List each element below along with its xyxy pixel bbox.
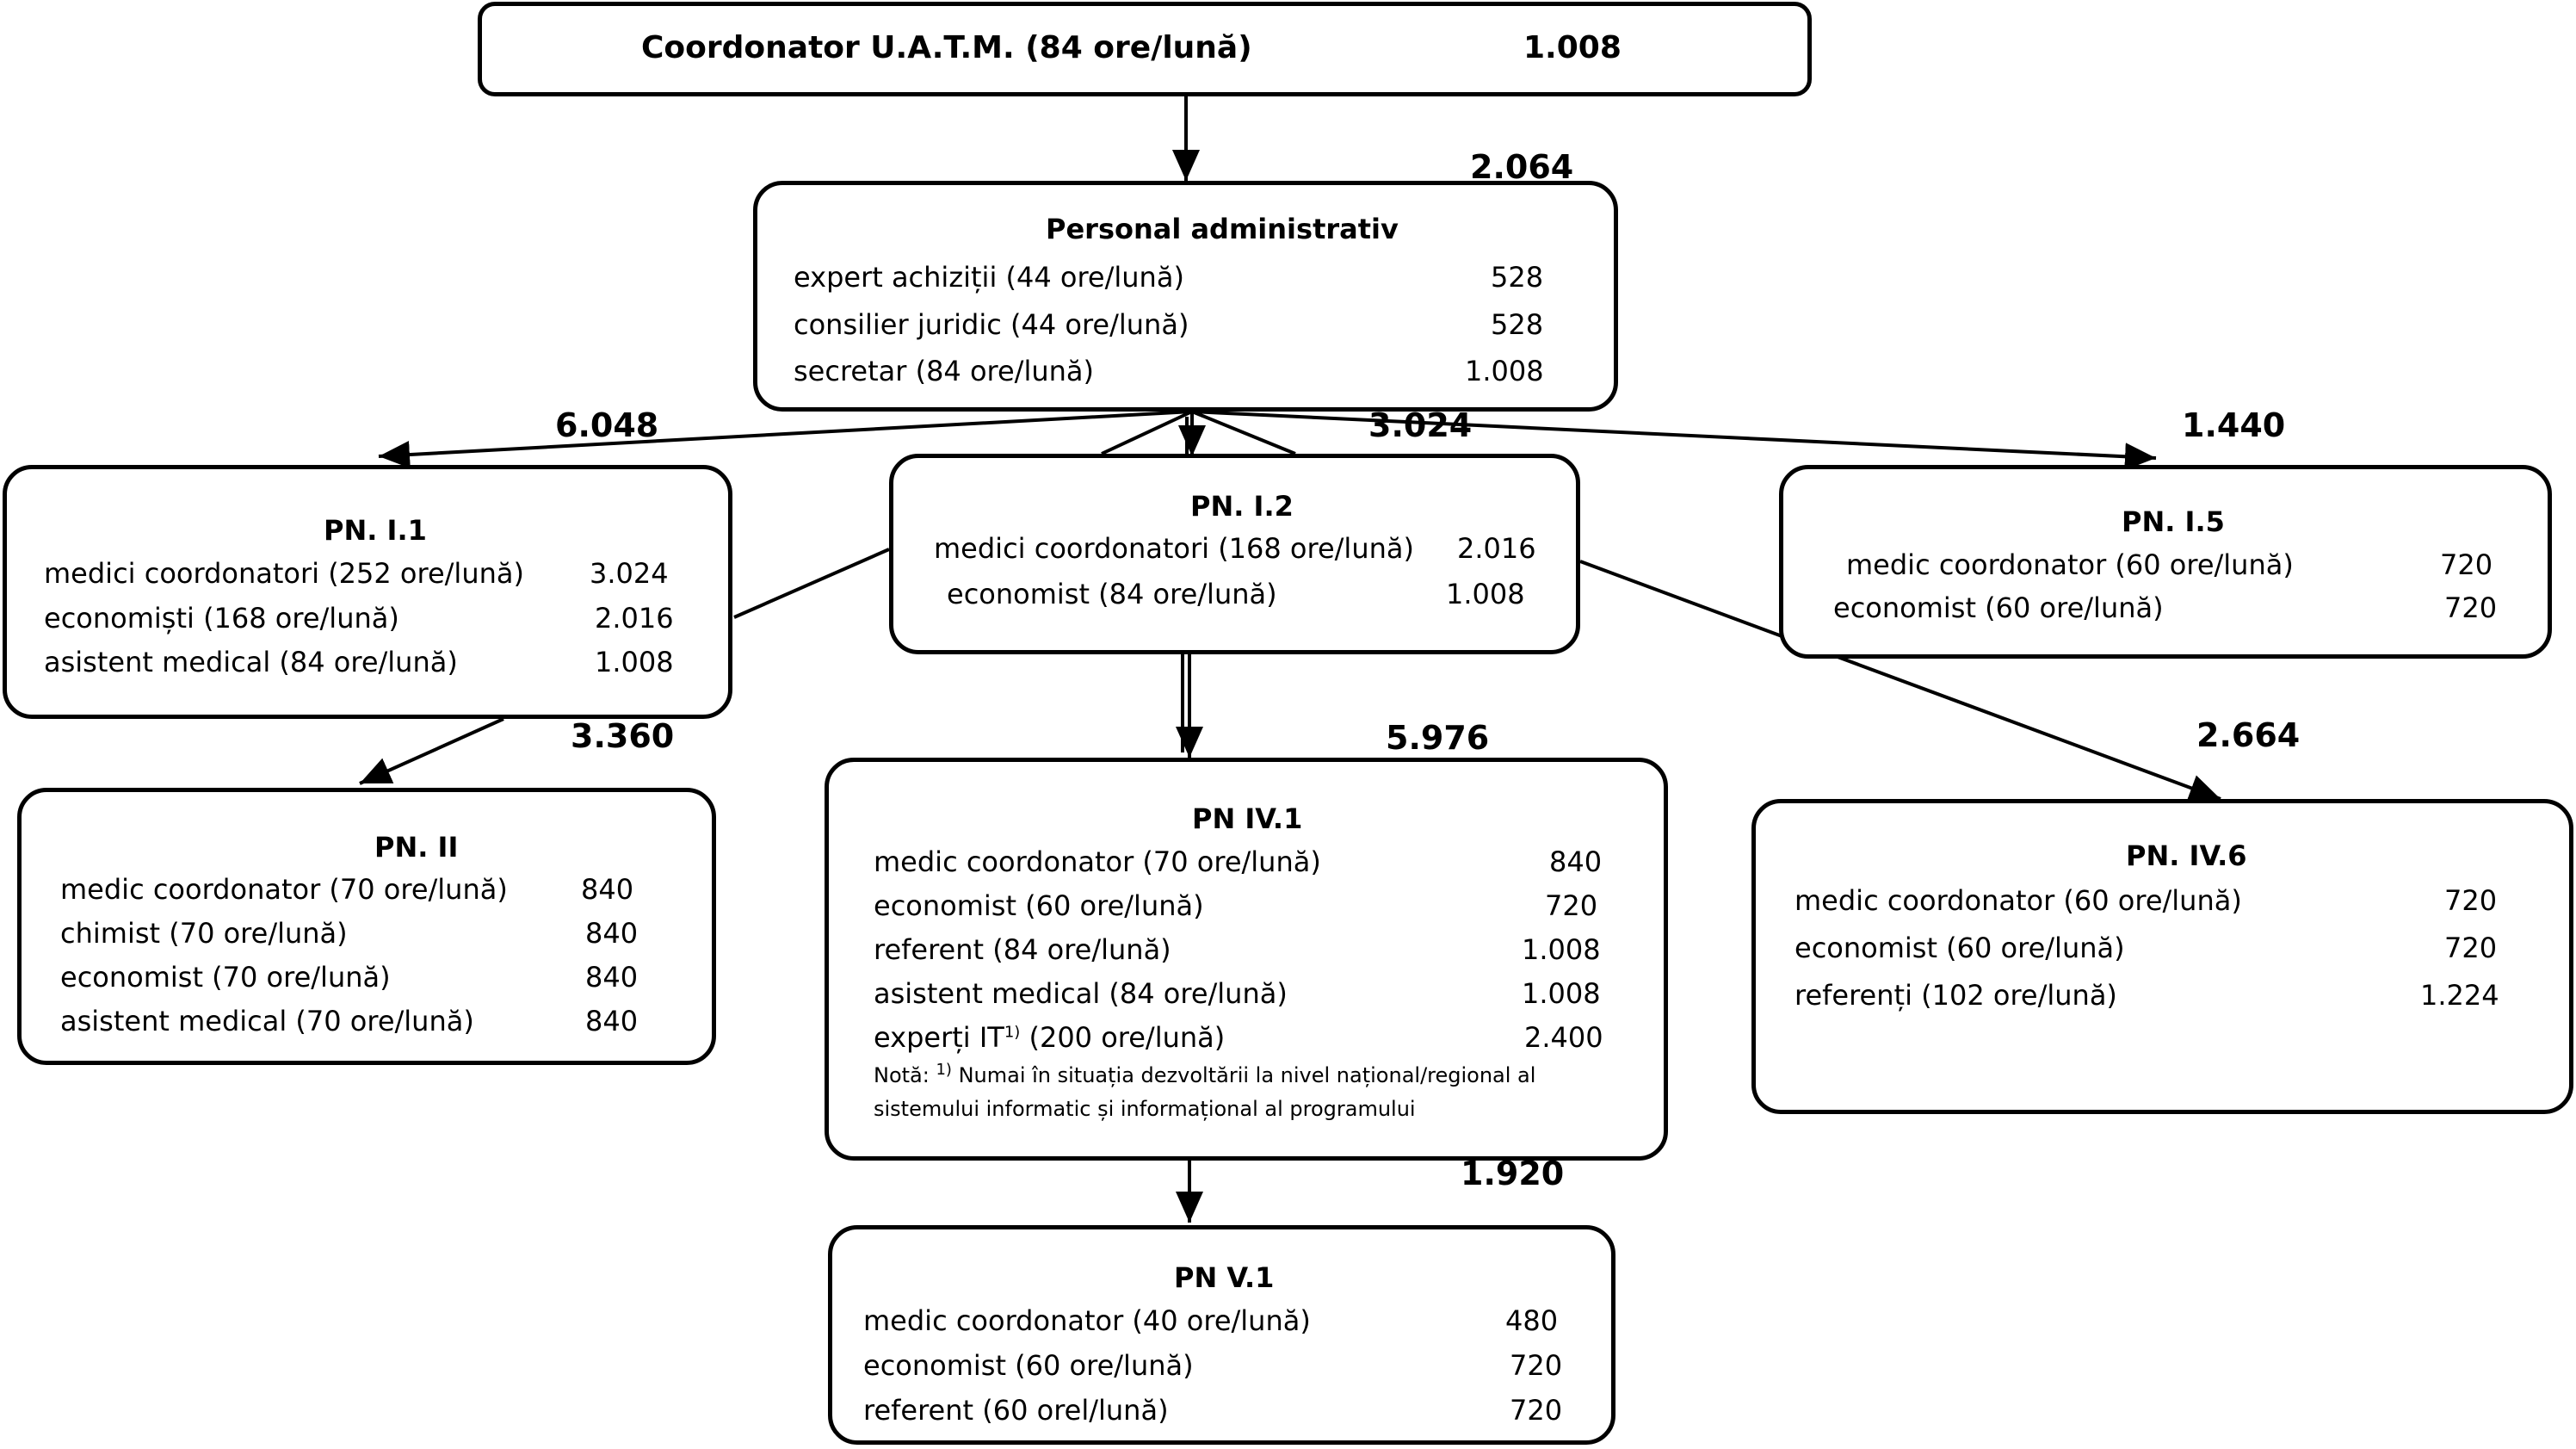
pn-i2-box: PN. I.2 medici coordonatori (168 ore/lun…	[889, 454, 1580, 654]
pn-i1-row-value: 2.016	[595, 602, 674, 635]
pn-ii-row-label: asistent medical (70 ore/lună)	[60, 1005, 474, 1037]
arrow-pn-i2-to-pn-iv6	[1579, 560, 2221, 802]
pn-i1-row-label: economiști (168 ore/lună)	[44, 602, 399, 635]
pn-iv1-row-label: economist (60 ore/lună)	[874, 889, 1204, 922]
pn-ii-row-value: 840	[585, 917, 639, 950]
pn-iv1-row-label: medic coordonator (70 ore/lună)	[874, 845, 1321, 878]
pn-iv1-row-label: asistent medical (84 ore/lună)	[874, 977, 1288, 1010]
pn-i1-row-value: 1.008	[595, 646, 674, 678]
pn-iv1-row-label: referent (84 ore/lună)	[874, 933, 1171, 966]
total-admin: 2.064	[1470, 148, 1574, 186]
pn-iv1-row-value: 1.008	[1522, 933, 1601, 966]
pn-iv6-title: PN. IV.6	[2126, 839, 2247, 872]
admin-row-label: expert achiziții (44 ore/lună)	[794, 261, 1184, 294]
pn-ii-row-value: 840	[585, 961, 639, 994]
pn-iv6-row-label: medic coordonator (60 ore/lună)	[1795, 884, 2242, 917]
pn-v1-box: PN V.1 medic coordonator (40 ore/lună) 4…	[828, 1225, 1615, 1445]
pn-i5-row-label: medic coordonator (60 ore/lună)	[1846, 548, 2294, 581]
admin-row-value: 528	[1491, 308, 1544, 341]
pn-iv1-note-line-1: Notă: 1) Numai în situația dezvoltării l…	[874, 1062, 1536, 1087]
pn-i5-row-value: 720	[2444, 591, 2498, 624]
coordinator-label: Coordonator U.A.T.M. (84 ore/lună)	[641, 30, 1252, 65]
pn-i5-row-label: economist (60 ore/lună)	[1833, 591, 2164, 624]
footnote-marker: 1)	[1004, 1023, 1021, 1042]
coordinator-box: Coordonator U.A.T.M. (84 ore/lună) 1.008	[478, 2, 1812, 96]
pn-i1-title: PN. I.1	[324, 514, 427, 547]
pn-ii-row-value: 840	[581, 873, 634, 906]
arrow-admin-to-pn-i5	[1191, 410, 2157, 471]
pn-iv1-it-label: experți IT	[874, 1021, 1004, 1054]
pn-iv1-box: PN IV.1 medic coordonator (70 ore/lună) …	[825, 758, 1668, 1161]
pn-ii-row-label: medic coordonator (70 ore/lună)	[60, 873, 508, 906]
pn-iv6-row-value: 720	[2444, 932, 2498, 964]
pn-iv1-row-value: 840	[1549, 845, 1603, 878]
pn-ii-row-label: chimist (70 ore/lună)	[60, 917, 348, 950]
pn-iv6-row-value: 720	[2444, 884, 2498, 917]
pn-i5-title: PN. I.5	[2122, 505, 2225, 538]
pn-i2-title: PN. I.2	[1190, 490, 1294, 523]
pn-iv6-row-value: 1.224	[2420, 979, 2499, 1012]
pn-v1-title: PN V.1	[1174, 1261, 1275, 1294]
admin-row-value: 528	[1491, 261, 1544, 294]
pn-iv6-row-label: referenți (102 ore/lună)	[1795, 979, 2117, 1012]
pn-v1-row-label: medic coordonator (40 ore/lună)	[863, 1304, 1311, 1337]
pn-ii-title: PN. II	[374, 831, 459, 864]
total-pn-iv1: 5.976	[1386, 719, 1490, 757]
coordinator-value: 1.008	[1523, 30, 1622, 65]
pn-iv1-title: PN IV.1	[1192, 802, 1303, 835]
admin-title: Personal administrativ	[1046, 213, 1399, 245]
pn-i2-row-value: 2.016	[1457, 532, 1536, 565]
pn-iv6-row-label: economist (60 ore/lună)	[1795, 932, 2125, 964]
arrow-admin-to-pn-i1	[378, 410, 1193, 468]
pn-v1-row-value: 720	[1510, 1394, 1563, 1427]
admin-box: Personal administrativ expert achiziții …	[753, 181, 1618, 412]
pn-v1-row-label: economist (60 ore/lună)	[863, 1349, 1194, 1382]
arrow-pn-i1-to-pn-ii	[359, 717, 504, 785]
total-pn-i2: 3.024	[1368, 406, 1473, 444]
pn-iv1-it-hours: (200 ore/lună)	[1020, 1021, 1226, 1054]
footnote-marker: 1)	[936, 1061, 952, 1079]
pn-ii-row-label: economist (70 ore/lună)	[60, 961, 391, 994]
admin-row-label: secretar (84 ore/lună)	[794, 355, 1094, 387]
pn-v1-row-value: 720	[1510, 1349, 1563, 1382]
total-pn-v1: 1.920	[1461, 1155, 1565, 1192]
pn-i5-box: PN. I.5 medic coordonator (60 ore/lună) …	[1779, 465, 2552, 659]
admin-row-value: 1.008	[1465, 355, 1544, 387]
pn-i2-row-label: economist (84 ore/lună)	[947, 578, 1277, 610]
pn-i2-row-label: medici coordonatori (168 ore/lună)	[934, 532, 1414, 565]
pn-iv1-it-row: experți IT1) (200 ore/lună)	[874, 1024, 1225, 1051]
total-pn-i1: 6.048	[555, 406, 659, 444]
total-pn-iv6: 2.664	[2196, 716, 2301, 754]
pn-iv1-row-value: 1.008	[1522, 977, 1601, 1010]
pn-i1-row-label: asistent medical (84 ore/lună)	[44, 646, 458, 678]
admin-row-label: consilier juridic (44 ore/lună)	[794, 308, 1189, 341]
pn-iv1-note-line-2: sistemului informatic și informațional a…	[874, 1097, 1416, 1121]
pn-iv1-row-value: 720	[1545, 889, 1598, 922]
pn-i5-row-value: 720	[2440, 548, 2493, 581]
pn-iv1-it-value: 2.400	[1524, 1021, 1603, 1054]
pn-v1-row-value: 480	[1505, 1304, 1559, 1337]
total-pn-ii: 3.360	[571, 717, 675, 755]
pn-v1-row-label: referent (60 orel/lună)	[863, 1394, 1169, 1427]
note-text: Numai în situația dezvoltării la nivel n…	[951, 1063, 1536, 1087]
pn-ii-row-value: 840	[585, 1005, 639, 1037]
pn-i1-box: PN. I.1 medici coordonatori (252 ore/lun…	[3, 465, 732, 719]
pn-iv6-box: PN. IV.6 medic coordonator (60 ore/lună)…	[1751, 799, 2573, 1114]
total-pn-i5: 1.440	[2182, 406, 2286, 444]
pn-i2-row-value: 1.008	[1446, 578, 1525, 610]
line-pn-i1-to-pn-i2	[733, 548, 890, 619]
note-prefix: Notă:	[874, 1063, 936, 1087]
pn-i1-row-value: 3.024	[590, 557, 669, 590]
pn-i1-row-label: medici coordonatori (252 ore/lună)	[44, 557, 524, 590]
pn-ii-box: PN. II medic coordonator (70 ore/lună) 8…	[17, 788, 716, 1065]
